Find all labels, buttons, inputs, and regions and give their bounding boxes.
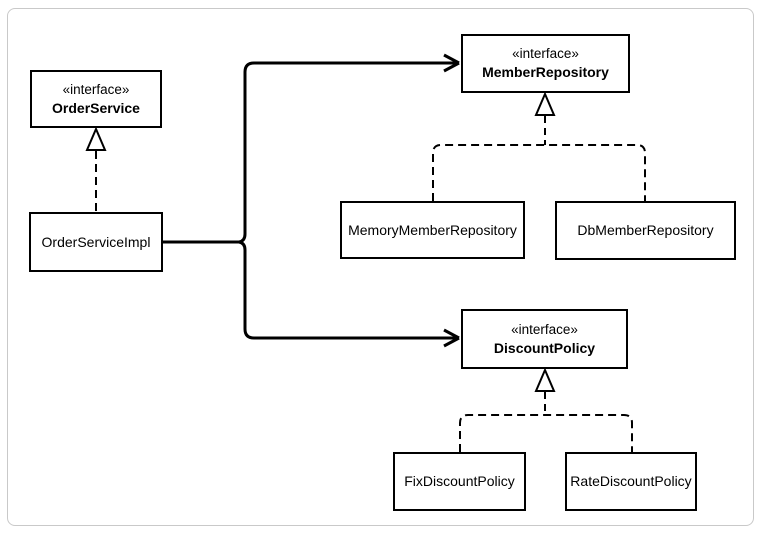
class-name: OrderService (52, 99, 140, 116)
uml-node-fix-discount-policy: FixDiscountPolicy (393, 452, 526, 511)
class-name: OrderServiceImpl (41, 233, 151, 250)
edge-realization-discount-branch (459, 414, 633, 452)
uml-node-order-service-impl: OrderServiceImpl (29, 212, 163, 272)
class-name: MemberRepository (482, 64, 609, 81)
uml-node-discount-policy: «interface» DiscountPolicy (461, 309, 628, 369)
class-name: DiscountPolicy (493, 339, 596, 356)
class-name: DbMemberRepository (577, 222, 714, 239)
hollow-triangle-member-repository-icon (534, 91, 556, 116)
open-arrowhead-member-repository-icon (443, 53, 460, 73)
uml-node-memory-member-repository: MemoryMemberRepository (340, 201, 525, 259)
stereotype-label: «interface» (62, 81, 130, 97)
class-name: MemoryMemberRepository (348, 221, 517, 238)
class-name: FixDiscountPolicy (404, 473, 515, 490)
class-name: RateDiscountPolicy (570, 473, 692, 490)
uml-node-member-repository: «interface» MemberRepository (461, 34, 630, 93)
stereotype-label: «interface» (512, 46, 579, 62)
uml-node-order-service: «interface» OrderService (30, 70, 162, 128)
edge-dependency-branch (237, 61, 456, 340)
stereotype-label: «interface» (511, 321, 578, 337)
open-arrowhead-discount-policy-icon (443, 328, 460, 348)
uml-node-db-member-repository: DbMemberRepository (555, 201, 736, 260)
hollow-triangle-order-service-icon (85, 126, 107, 151)
uml-node-rate-discount-policy: RateDiscountPolicy (565, 452, 697, 511)
hollow-triangle-discount-policy-icon (534, 367, 556, 392)
edge-realization-member-branch (432, 144, 646, 201)
